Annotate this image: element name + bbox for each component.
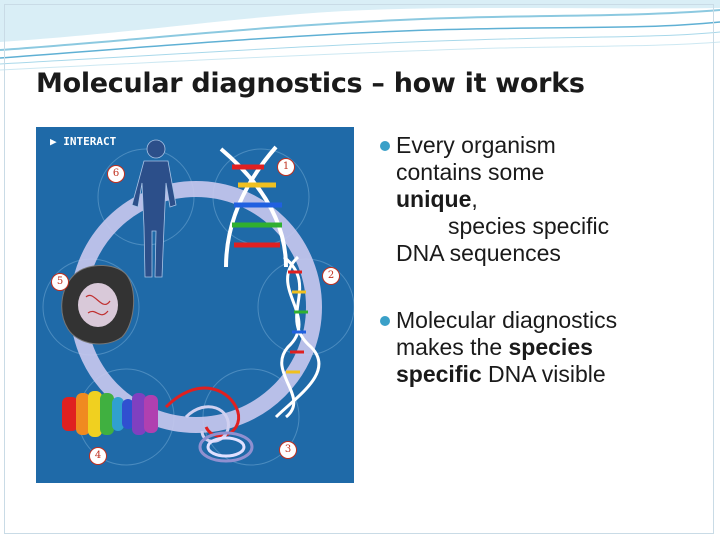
slide-title: Molecular diagnostics – how it works: [36, 68, 585, 99]
interact-text: INTERACT: [63, 135, 117, 148]
bullet-1-line-2: contains some: [396, 159, 545, 185]
dna-helix-top: [219, 145, 288, 268]
step-number-4[interactable]: 4: [89, 447, 107, 465]
bullet-1-line-4: species specific: [448, 213, 610, 239]
step-number-5[interactable]: 5: [51, 273, 69, 291]
bullet-1-line-1: Every organism: [396, 132, 556, 158]
dna-cycle-illustration: [42, 139, 354, 466]
step-number-1[interactable]: 1: [277, 158, 295, 176]
cell-nucleus: [61, 264, 135, 345]
bullet-item-2: Molecular diagnostics makes the species …: [378, 307, 708, 388]
bullet-1-line-3: unique,: [396, 186, 708, 213]
dna-helix-right: [274, 255, 321, 419]
bullet-1-line-5: DNA sequences: [396, 240, 561, 266]
bullet-1-emphasis: unique: [396, 186, 472, 212]
human-silhouette: [131, 139, 177, 278]
bullet-list: Every organism contains some unique, spe…: [378, 132, 708, 388]
interact-label[interactable]: ▶ INTERACT: [50, 135, 116, 148]
bullet-dot-icon: [380, 316, 390, 326]
bullet-dot-icon: [380, 141, 390, 151]
bullet-2-emphasis-2: specific: [396, 361, 482, 387]
cursor-icon: ▶: [50, 135, 57, 148]
bullet-2-line-1: Molecular diagnostics: [396, 307, 618, 333]
chromatin-coil: [164, 386, 254, 463]
dna-cycle-figure: ▶ INTERACT 1 2 3 4 5 6: [36, 127, 354, 483]
chromosome: [62, 391, 158, 437]
step-number-3[interactable]: 3: [279, 441, 297, 459]
bullet-2-line-2: makes the species: [396, 334, 708, 361]
step-number-2[interactable]: 2: [322, 267, 340, 285]
step-number-6[interactable]: 6: [107, 165, 125, 183]
header-decoration: [0, 0, 720, 71]
bullet-1-comma: ,: [471, 186, 478, 212]
bullet-2-pre: makes the: [396, 334, 509, 360]
bullet-item-1: Every organism contains some unique, spe…: [378, 132, 708, 267]
bullet-2-emphasis-1: species: [508, 334, 593, 360]
bullet-2-rest: DNA visible: [481, 361, 606, 387]
bullet-2-line-3: specific DNA visible: [396, 361, 708, 388]
